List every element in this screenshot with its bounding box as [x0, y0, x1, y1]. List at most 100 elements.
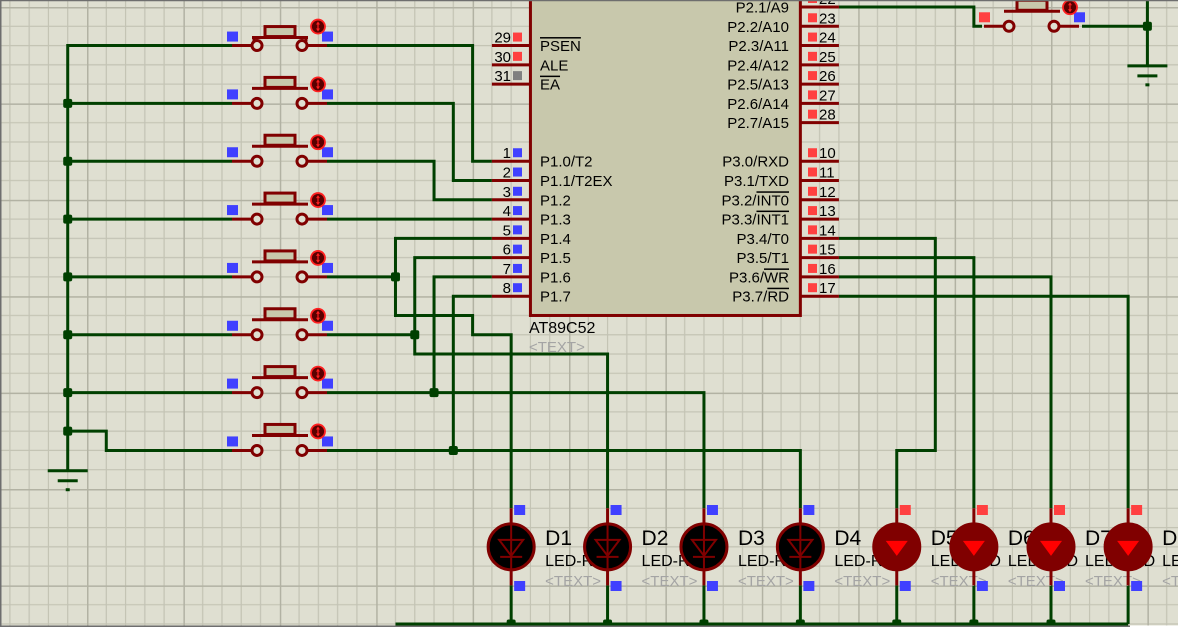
push-button-6[interactable]	[227, 307, 333, 342]
pin-name: P1.0/T2	[540, 154, 593, 171]
chip-body[interactable]	[528, 0, 802, 317]
pin-name-label: P1.2	[540, 192, 571, 209]
contact-terminal	[1002, 19, 1016, 33]
pin-name: P1.4	[540, 231, 571, 248]
push-button-2[interactable]	[227, 75, 333, 110]
toggle-arrows-icon[interactable]	[310, 307, 326, 324]
push-button-3[interactable]	[227, 133, 333, 168]
logic-state-indicator	[322, 31, 333, 42]
contact-terminal	[295, 270, 309, 284]
push-button-8[interactable]	[227, 422, 333, 457]
pin-number: 17	[819, 280, 836, 297]
pin-number: 15	[819, 242, 836, 259]
plunger[interactable]	[263, 249, 297, 263]
diode-triangle-icon	[1040, 540, 1062, 556]
logic-state-indicator	[1054, 581, 1065, 591]
plunger[interactable]	[263, 133, 297, 147]
logic-state-indicator	[808, 13, 817, 23]
logic-state-indicator	[513, 32, 522, 42]
push-button-1[interactable]	[227, 18, 333, 53]
ground-symbols	[47, 64, 1168, 492]
toggle-arrows-icon[interactable]	[310, 134, 326, 151]
plunger[interactable]	[263, 191, 297, 205]
plunger[interactable]	[263, 25, 297, 39]
toggle-arrows-icon[interactable]	[310, 250, 326, 266]
logic-state-indicator	[513, 51, 522, 61]
logic-state-indicator	[808, 186, 817, 196]
plunger[interactable]	[263, 365, 297, 379]
pin-22[interactable]: 22P2.1/A9	[736, 0, 839, 17]
contact-terminal	[295, 386, 309, 400]
pin-number: 23	[819, 10, 836, 27]
plunger[interactable]	[263, 75, 297, 89]
pin-number: 28	[819, 107, 836, 124]
pin-number: 24	[819, 30, 836, 47]
wire	[838, 294, 1130, 509]
chip-text-placeholder: <TEXT>	[529, 339, 585, 356]
toggle-arrows-icon[interactable]	[310, 18, 326, 35]
logic-state-indicator	[706, 505, 718, 515]
push-button-4[interactable]	[227, 191, 333, 226]
logic-state-indicator	[322, 320, 333, 331]
toggle-arrows-icon[interactable]	[310, 76, 326, 93]
pin-name: P3.6/	[729, 269, 765, 286]
logic-state-indicator	[899, 505, 911, 515]
contact-terminal	[250, 386, 264, 400]
logic-state-indicator	[1074, 12, 1085, 23]
logic-state-indicator	[513, 225, 522, 235]
push-button-5[interactable]	[227, 249, 333, 284]
pin-name-label: ALE	[540, 57, 568, 74]
plunger[interactable]	[263, 422, 297, 436]
led-d8[interactable]: D8LED-RED<TEXT>	[1103, 505, 1178, 591]
ground-icon-top-right[interactable]	[1127, 64, 1168, 87]
push-button-7[interactable]	[227, 365, 333, 400]
pin-name-label: P1.4	[540, 231, 571, 248]
led-text-placeholder: <TEXT>	[738, 573, 794, 590]
pin-number: 6	[503, 242, 511, 259]
toggle-arrows-icon[interactable]	[310, 365, 326, 382]
toggle-arrows-icon[interactable]	[310, 192, 326, 208]
push-button-top-right[interactable]	[979, 0, 1085, 33]
ground-icon-left[interactable]	[47, 469, 88, 492]
led-text-placeholder: <TEXT>	[545, 573, 601, 590]
plunger[interactable]	[1015, 0, 1049, 12]
logic-state-indicator	[513, 167, 522, 177]
logic-state-indicator	[808, 206, 817, 216]
contact-terminal	[250, 270, 264, 284]
logic-state-indicator	[706, 581, 718, 591]
pin-number: 7	[503, 261, 511, 278]
toggle-arrows-icon[interactable]	[310, 423, 326, 440]
toggle-arrows-icon[interactable]	[1062, 0, 1078, 16]
plunger[interactable]	[263, 307, 297, 321]
contact-terminal	[295, 212, 309, 226]
